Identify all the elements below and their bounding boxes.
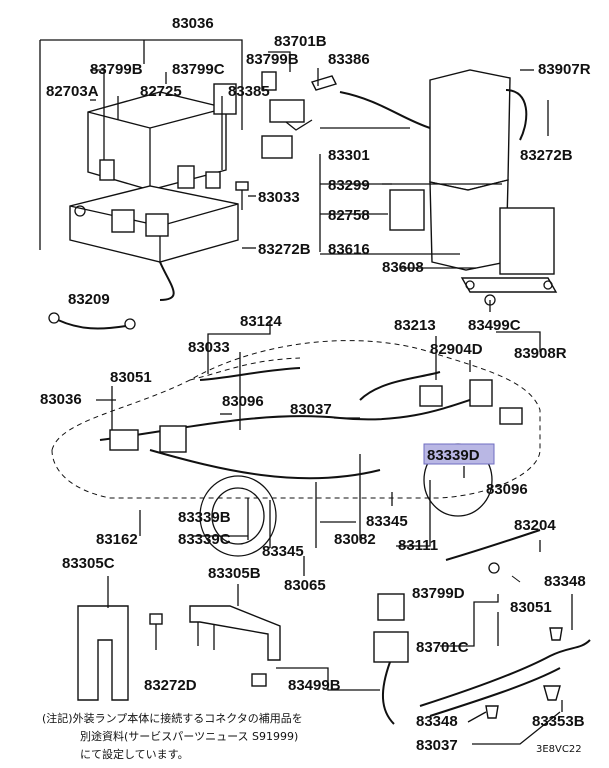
label-83701B: 83701B	[274, 33, 327, 50]
label-83345-right: 83345	[366, 513, 408, 530]
label-83799D: 83799D	[412, 585, 465, 602]
leader-lines	[39, 39, 573, 745]
label-82703A: 82703A	[46, 83, 99, 100]
label-83204: 83204	[514, 517, 556, 534]
label-83386: 83386	[328, 51, 370, 68]
label-83082: 83082	[334, 531, 376, 548]
label-83616: 83616	[328, 241, 370, 258]
label-83305C: 83305C	[62, 555, 115, 572]
connector-83386-illustration	[311, 75, 337, 91]
bolt-83033-illustration	[235, 181, 249, 210]
label-83124: 83124	[240, 313, 282, 330]
label-83051-mid: 83051	[110, 369, 152, 386]
bracket-83305B-illustration	[189, 605, 281, 661]
figure-code: 3E8VC22	[536, 744, 582, 755]
label-83499B: 83499B	[288, 677, 341, 694]
bolt-83272D-illustration	[149, 613, 163, 650]
relay-83799B-illustration	[261, 71, 313, 159]
label-83036-mid: 83036	[40, 391, 82, 408]
label-82758: 82758	[328, 207, 370, 224]
label-83348-bottom: 83348	[416, 713, 458, 730]
bolt-83499B-illustration	[251, 673, 267, 687]
label-83499C: 83499C	[468, 317, 521, 334]
label-83908R: 83908R	[514, 345, 567, 362]
clip-83348-illustration	[485, 627, 563, 719]
ground-strap-83209-illustration	[48, 312, 136, 330]
label-83037-mid: 83037	[290, 401, 332, 418]
label-82904D: 82904D	[430, 341, 483, 358]
label-83272B-left: 83272B	[258, 241, 311, 258]
label-83339B: 83339B	[178, 509, 231, 526]
label-83339D: 83339D	[427, 447, 480, 464]
label-83209: 83209	[68, 291, 110, 308]
label-83799B-top: 83799B	[246, 51, 299, 68]
label-83036-top: 83036	[172, 15, 214, 32]
label-83353B: 83353B	[532, 713, 585, 730]
label-83299: 83299	[328, 177, 370, 194]
label-83051-bottom: 83051	[510, 599, 552, 616]
label-83348-top: 83348	[544, 573, 586, 590]
bracket-83305C-illustration	[77, 605, 129, 701]
label-83213: 83213	[394, 317, 436, 334]
footnote-line-3: にて設定しています。	[80, 747, 189, 761]
label-83799C: 83799C	[172, 61, 225, 78]
label-83305B: 83305B	[208, 565, 261, 582]
car-body-illustration	[51, 340, 541, 557]
label-83065: 83065	[284, 577, 326, 594]
label-83799B-left: 83799B	[90, 61, 143, 78]
footnote-line-2: 別途資料(サービスパーツニュース S91999)	[80, 729, 298, 743]
label-83272B-right: 83272B	[520, 147, 573, 164]
label-83096-right: 83096	[486, 481, 528, 498]
label-83385: 83385	[228, 83, 270, 100]
footnote-line-1: (注記)外装ランプ本体に接続するコネクタの補用品を	[42, 711, 303, 725]
label-83162: 83162	[96, 531, 138, 548]
label-82725: 82725	[140, 83, 182, 100]
label-83701C: 83701C	[416, 639, 469, 656]
label-83339C: 83339C	[178, 531, 231, 548]
relay-83799D-illustration	[373, 593, 409, 725]
footnote: (注記)外装ランプ本体に接続するコネクタの補用品を 別途資料(サービスパーツニュ…	[42, 711, 303, 761]
label-83037-bottom: 83037	[416, 737, 458, 754]
label-83096-mid: 83096	[222, 393, 264, 410]
harness-83037-illustration	[419, 639, 591, 717]
highlight-83339D	[423, 443, 495, 465]
label-83301: 83301	[328, 147, 370, 164]
label-83272D: 83272D	[144, 677, 197, 694]
label-83033-mid: 83033	[188, 339, 230, 356]
label-83345-bottom: 83345	[262, 543, 304, 560]
label-83907R: 83907R	[538, 61, 591, 78]
grommet-83353B-illustration	[543, 685, 561, 701]
label-83033-top: 83033	[258, 189, 300, 206]
part-number-labels: 83036 83701B 83799B 83386 83907R 83799B …	[40, 15, 591, 754]
junction-block-illustration	[339, 69, 558, 306]
label-83111: 83111	[398, 537, 438, 554]
label-83608: 83608	[382, 259, 424, 276]
relay-box-illustration	[69, 83, 239, 301]
harness-83204-illustration	[445, 529, 541, 583]
